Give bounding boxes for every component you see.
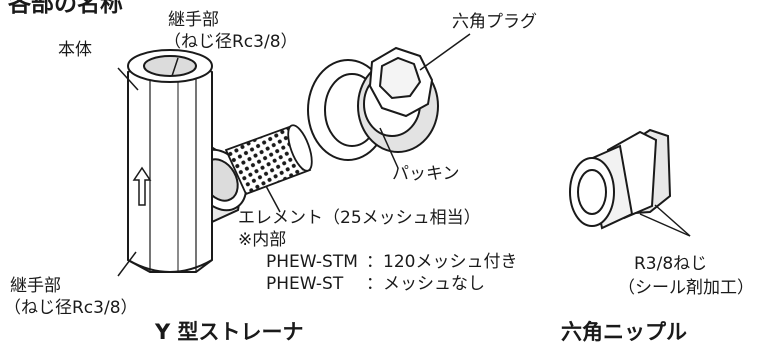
strainer-body [127, 49, 248, 273]
label-st-desc: ：メッシュなし [366, 274, 485, 294]
label-joint-bottom-sub: （ねじ径Rc3/8） [4, 298, 138, 318]
caption-y-strainer: Y 型ストレーナ [155, 320, 304, 344]
label-body: 本体 [58, 40, 92, 60]
label-stm-model: PHEW-STM [266, 252, 358, 272]
label-st-model: PHEW-ST [266, 274, 344, 294]
label-joint-bottom: 継手部 [10, 276, 61, 296]
section-heading: 各部の名称 [8, 0, 123, 17]
label-thread: R3/8ねじ [634, 254, 708, 274]
label-hex-plug: 六角プラグ [452, 12, 537, 32]
label-thread-sub: （シール剤加工） [618, 278, 754, 298]
label-stm-desc: ：120メッシュ付き [366, 252, 518, 272]
mesh-element [224, 124, 313, 196]
label-joint-top-sub: （ねじ径Rc3/8） [164, 32, 298, 52]
hex-plug [357, 46, 439, 153]
label-internal-note: ※内部 [238, 230, 287, 250]
label-element: エレメント（25メッシュ相当） [238, 208, 481, 228]
label-joint-top: 継手部 [168, 10, 219, 30]
hex-nipple [569, 128, 672, 230]
flow-arrow-icon [132, 166, 152, 206]
label-packing: パッキン [392, 164, 460, 184]
leader-lines [117, 33, 691, 277]
caption-hex-nipple: 六角ニップル [561, 320, 687, 344]
